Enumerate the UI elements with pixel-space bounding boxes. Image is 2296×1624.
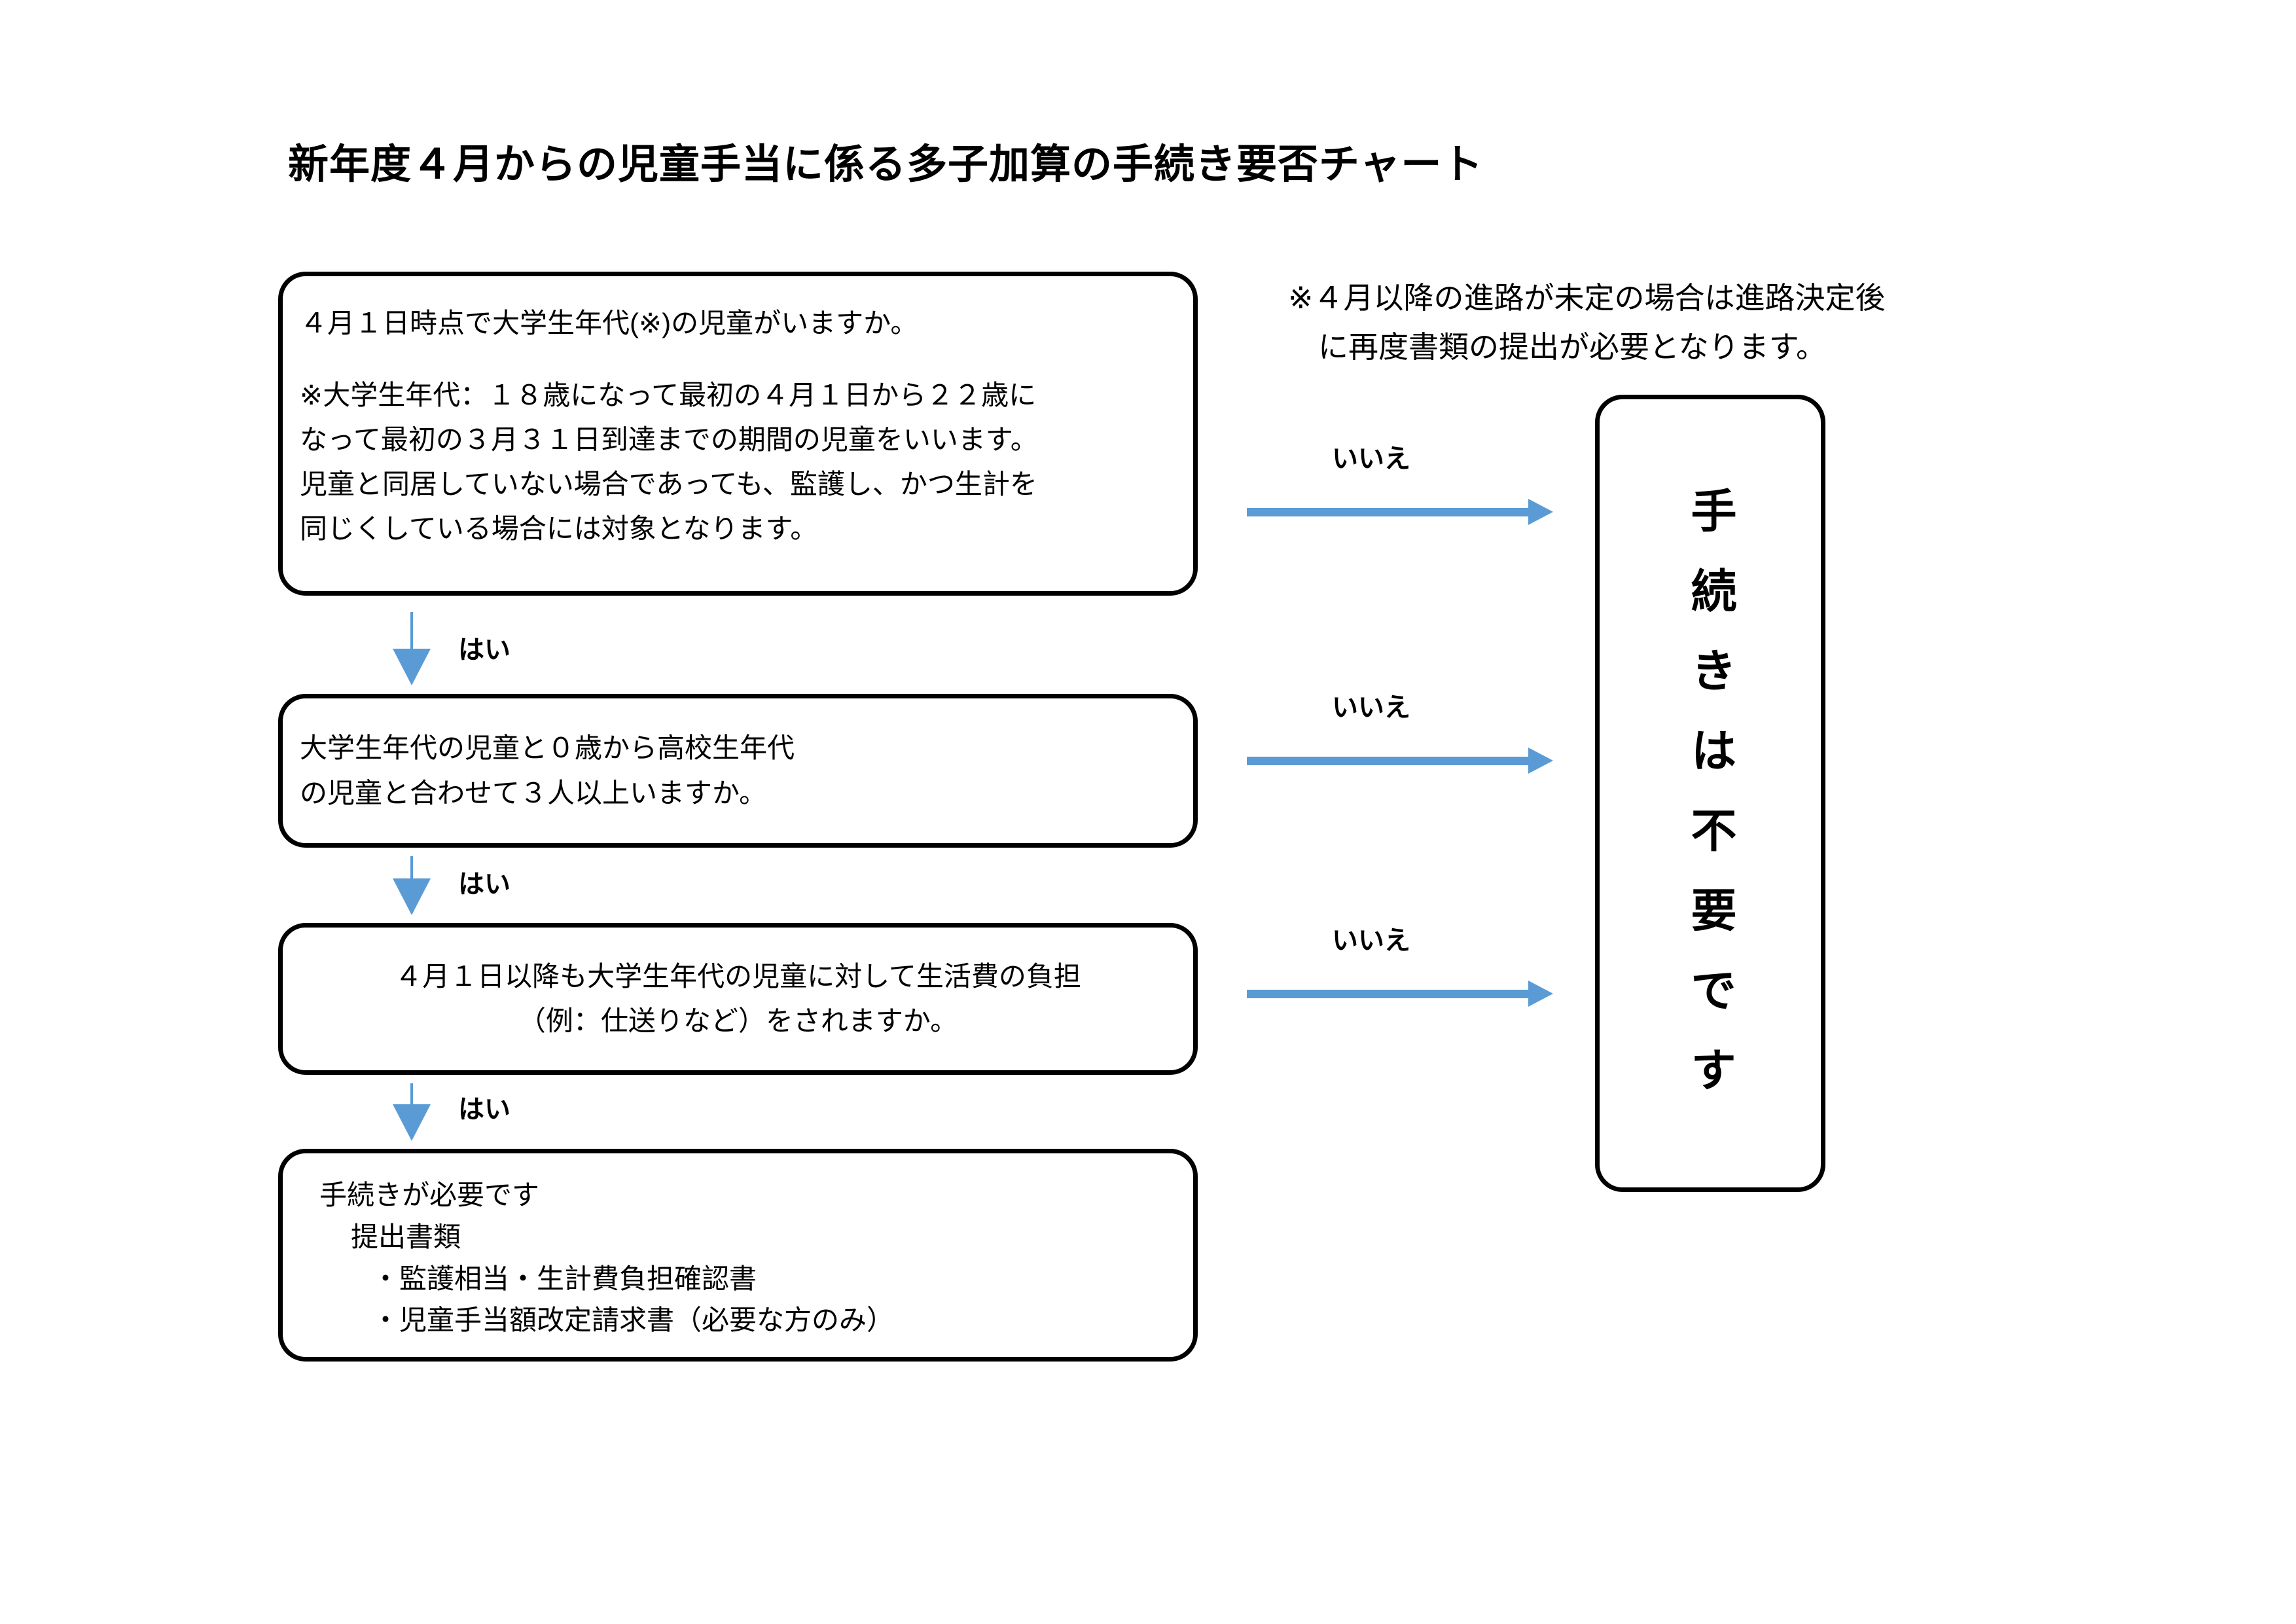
question-1-note-line-1: ※大学生年代：１８歳になって最初の４月１日から２２歳に xyxy=(300,380,1037,411)
arrow-head xyxy=(393,1104,431,1141)
question-1-note-line-4: 同じくしている場合には対象となります。 xyxy=(300,513,818,545)
note-line-1: ※４月以降の進路が未定の場合は進路決定後 xyxy=(1288,281,1886,315)
result-box-procedure-unnecessary[interactable]: 手続きは不要です xyxy=(1595,395,1825,1192)
question-2-line-1: 大学生年代の児童と０歳から高校生年代 xyxy=(300,732,795,764)
question-2-line-2: の児童と合わせて３人以上いますか。 xyxy=(300,777,767,808)
question-box-2-content: 大学生年代の児童と０歳から高校生年代 の児童と合わせて３人以上いますか。 xyxy=(283,698,1193,843)
result-required-item-1: ・監護相当・生計費負担確認書 xyxy=(372,1263,757,1294)
note-schedule: ※４月以降の進路が未定の場合は進路決定後 に再度書類の提出が必要となります。 xyxy=(1288,274,2126,371)
result-box-procedure-required[interactable]: 手続きが必要です 提出書類 ・監護相当・生計費負担確認書 ・児童手当額改定請求書… xyxy=(278,1149,1198,1362)
result-unnecessary-content: 手続きは不要です xyxy=(1600,399,1821,1187)
arrow-shaft xyxy=(1247,757,1528,765)
question-3-line-1: ４月１日以降も大学生年代の児童に対して生活費の負担 xyxy=(395,960,1081,992)
edge-label-no-3: いいえ xyxy=(1332,926,1410,955)
arrow-head xyxy=(1528,499,1553,525)
arrow-shaft xyxy=(1247,990,1528,998)
arrow-shaft xyxy=(410,612,413,651)
arrow-head xyxy=(1528,981,1553,1007)
result-unnecessary-text: 手続きは不要です xyxy=(1685,487,1736,1126)
arrow-yes-2 xyxy=(393,856,432,915)
question-1-text: ４月１日時点で大学生年代(※)の児童がいますか。 xyxy=(300,308,918,338)
arrow-no-2 xyxy=(1247,748,1553,774)
arrow-yes-3 xyxy=(393,1083,432,1141)
note-line-2: に再度書類の提出が必要となります。 xyxy=(1318,329,1827,364)
result-required-subheading: 提出書類 xyxy=(351,1221,461,1252)
question-box-1[interactable]: ４月１日時点で大学生年代(※)の児童がいますか。 ※大学生年代：１８歳になって最… xyxy=(278,272,1198,596)
question-box-3-content: ４月１日以降も大学生年代の児童に対して生活費の負担 （例：仕送りなど）をされます… xyxy=(283,928,1193,1070)
result-required-heading: 手続きが必要です xyxy=(319,1180,540,1210)
question-1-note-line-3: 児童と同居していない場合であっても、監護し、かつ生計を xyxy=(300,469,1037,500)
edge-label-no-1: いいえ xyxy=(1332,444,1410,473)
page-title: 新年度４月からの児童手当に係る多子加算の手続き要否チャート xyxy=(288,142,1484,187)
arrow-yes-1 xyxy=(393,612,432,685)
edge-label-yes-1: はい xyxy=(458,636,511,664)
arrow-no-3 xyxy=(1247,981,1553,1007)
question-box-2[interactable]: 大学生年代の児童と０歳から高校生年代 の児童と合わせて３人以上いますか。 xyxy=(278,694,1198,848)
question-box-3[interactable]: ４月１日以降も大学生年代の児童に対して生活費の負担 （例：仕送りなど）をされます… xyxy=(278,923,1198,1075)
arrow-head xyxy=(393,878,431,915)
edge-label-no-2: いいえ xyxy=(1332,693,1410,722)
question-3-line-2: （例：仕送りなど）をされますか。 xyxy=(518,1005,958,1036)
arrow-head xyxy=(393,649,431,685)
question-box-1-content: ４月１日時点で大学生年代(※)の児童がいますか。 ※大学生年代：１８歳になって最… xyxy=(283,276,1193,591)
result-required-item-2: ・児童手当額改定請求書（必要な方のみ） xyxy=(372,1305,895,1336)
edge-label-yes-2: はい xyxy=(458,870,511,899)
arrow-shaft xyxy=(1247,508,1528,516)
edge-label-yes-3: はい xyxy=(458,1095,511,1124)
arrow-no-1 xyxy=(1247,499,1553,525)
arrow-shaft xyxy=(410,856,413,882)
result-required-content: 手続きが必要です 提出書類 ・監護相当・生計費負担確認書 ・児童手当額改定請求書… xyxy=(283,1153,1193,1357)
arrow-shaft xyxy=(410,1083,413,1108)
arrow-head xyxy=(1528,748,1553,774)
question-1-note-line-2: なって最初の３月３１日到達までの期間の児童をいいます。 xyxy=(300,424,1038,456)
